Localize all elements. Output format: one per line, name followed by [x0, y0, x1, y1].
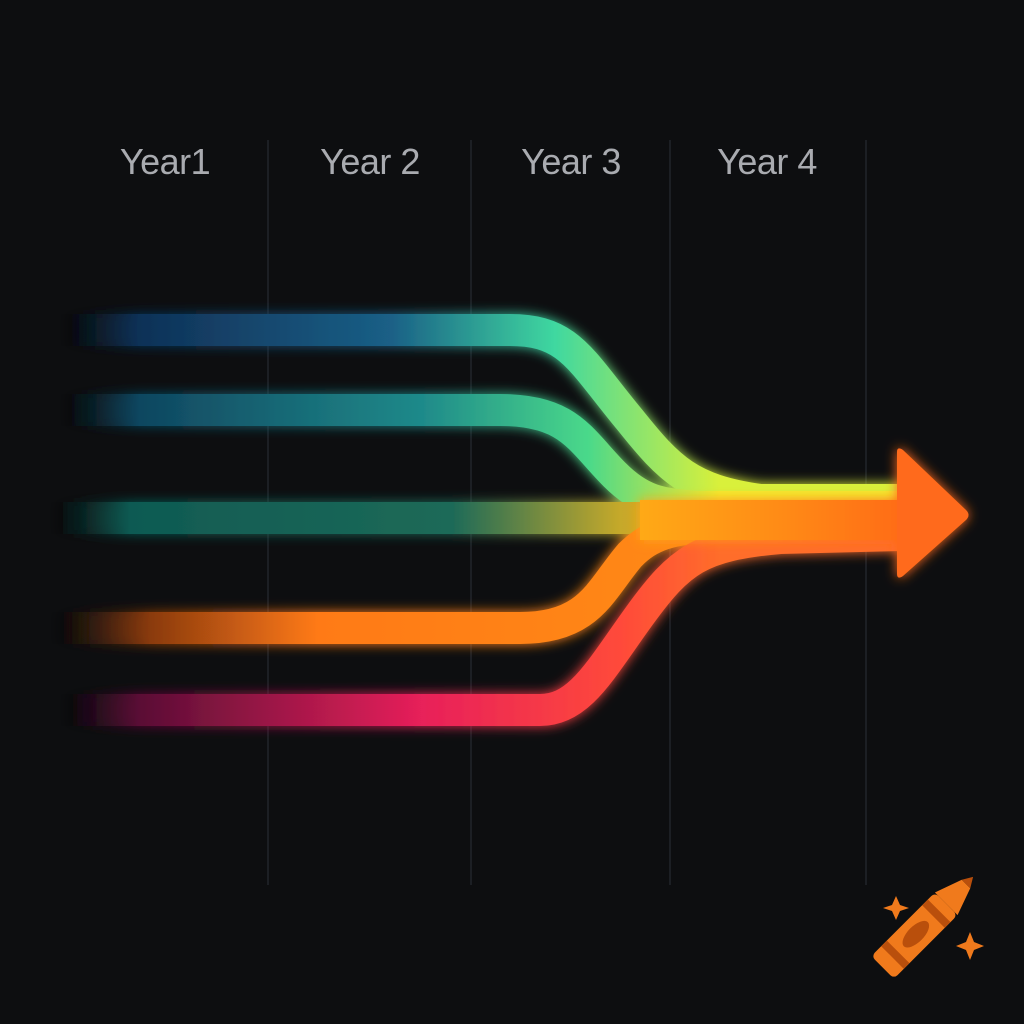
stream-1 [44, 314, 916, 516]
arrow-shaft [640, 500, 920, 540]
crayon-icon [873, 876, 974, 977]
sparkle-icon [956, 932, 984, 960]
column-label-year-1: Year1 [119, 141, 211, 182]
stream-2 [44, 394, 916, 523]
merged-arrow [640, 448, 969, 578]
sparkle-icon [883, 896, 909, 920]
stream-5 [44, 519, 916, 726]
arrow-head-icon [897, 448, 969, 578]
column-label-year-2: Year 2 [320, 141, 420, 182]
column-label-year-4: Year 4 [717, 141, 817, 182]
column-label-year-3: Year 3 [521, 141, 621, 182]
